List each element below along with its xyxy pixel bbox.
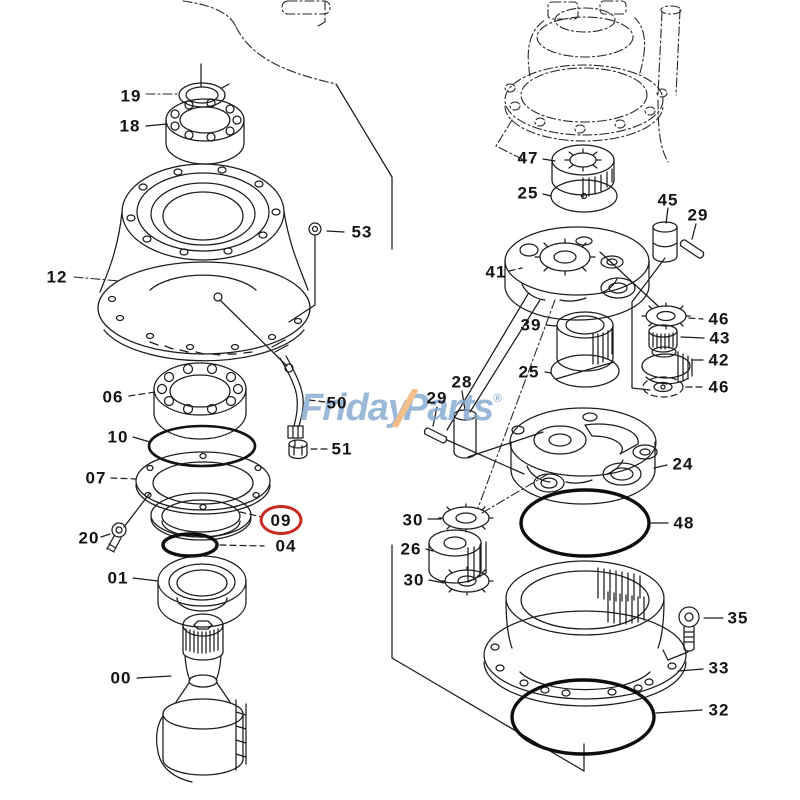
part-label-18: 18 — [119, 116, 141, 136]
deck-phantom-outline — [183, 1, 392, 249]
part-43-bushing — [649, 325, 677, 352]
part-label-48: 48 — [673, 513, 695, 533]
part-06-bearing — [154, 363, 246, 439]
part-46-washer-lower — [643, 377, 683, 397]
part-label-20: 20 — [78, 528, 100, 548]
part-label-33: 33 — [708, 658, 730, 678]
part-53-plug — [289, 223, 321, 322]
part-24-carrier — [510, 408, 657, 504]
part-label-24: 24 — [672, 454, 694, 474]
part-10-oring — [149, 426, 255, 466]
part-51-fitting — [289, 440, 307, 459]
part-label-32: 32 — [708, 700, 730, 720]
part-label-30: 30 — [403, 570, 425, 590]
part-label-46: 46 — [708, 309, 730, 329]
part-label-30: 30 — [402, 510, 424, 530]
part-28-cylinder — [454, 391, 543, 458]
part-label-01: 01 — [107, 568, 129, 588]
part-label-00: 00 — [110, 668, 132, 688]
part-label-42: 42 — [708, 350, 730, 370]
part-00-shaft — [157, 614, 246, 782]
part-42-gear — [642, 347, 692, 384]
part-label-41: 41 — [485, 262, 507, 282]
part-label-35: 35 — [727, 608, 749, 628]
part-26-gear — [429, 530, 486, 583]
part-label-28: 28 — [451, 372, 473, 392]
part-label-06: 06 — [102, 387, 124, 407]
part-label-10: 10 — [107, 427, 129, 447]
part-07-plate — [124, 452, 270, 527]
part-50-hose — [272, 340, 303, 446]
part-01-seal — [158, 556, 246, 627]
part-label-07: 07 — [85, 468, 107, 488]
part-label-43: 43 — [709, 328, 731, 348]
part-20-bolt — [107, 523, 126, 552]
part-label-29: 29 — [687, 205, 709, 225]
part-label-12: 12 — [46, 267, 68, 287]
part-label-25: 25 — [518, 362, 540, 382]
part-label-25: 25 — [517, 183, 539, 203]
part-30-washer-upper — [439, 474, 548, 532]
part-label-45: 45 — [657, 190, 679, 210]
part-33-housing — [484, 561, 686, 706]
assembly-bracket-line — [392, 545, 584, 771]
part-label-53: 53 — [351, 222, 373, 242]
part-label-26: 26 — [400, 539, 422, 559]
part-04-seal — [163, 534, 217, 556]
part-label-50: 50 — [326, 393, 348, 413]
part-label-04: 04 — [275, 536, 297, 556]
part-label-09-highlighted: 09 — [259, 505, 303, 535]
part-29-pin-upper — [680, 240, 703, 258]
part-25-disc-lower — [551, 355, 619, 387]
part-30-washer-lower — [441, 567, 493, 595]
part-label-29: 29 — [426, 388, 448, 408]
part-48-oring — [521, 490, 649, 556]
part-label-46: 46 — [708, 377, 730, 397]
part-45-pin — [653, 222, 677, 262]
part-label-19: 19 — [120, 86, 142, 106]
part-label-39: 39 — [520, 315, 542, 335]
part-35-bolt — [663, 607, 699, 660]
part-label-47: 47 — [517, 148, 539, 168]
leader-lines — [74, 94, 723, 713]
part-label-51: 51 — [331, 439, 353, 459]
part-41-carrier — [447, 227, 665, 508]
part-46-washer-upper — [642, 303, 690, 329]
swing-motor-phantom — [496, 1, 681, 162]
part-32-oring — [512, 680, 654, 754]
